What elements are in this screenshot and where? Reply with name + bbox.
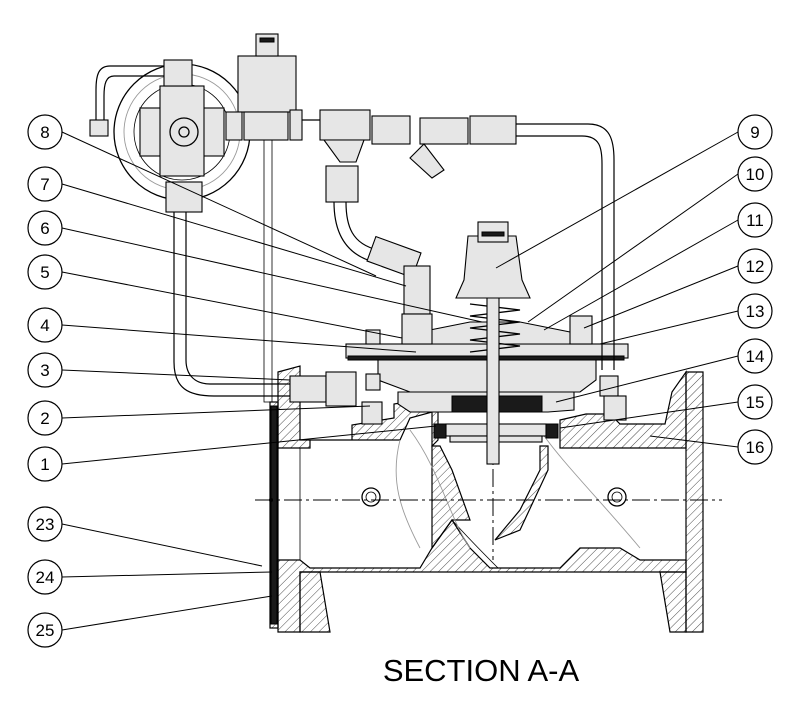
left-body-plug (361, 487, 381, 507)
inlet-union (289, 375, 327, 403)
svg-text:10: 10 (746, 165, 765, 184)
leader-lines (61, 131, 739, 631)
svg-text:9: 9 (750, 123, 759, 142)
right-body-plug (607, 487, 627, 507)
callout-9: 9 (737, 114, 773, 150)
tee-nut (325, 165, 359, 203)
solenoid-pilot-assembly (89, 33, 303, 213)
svg-text:7: 7 (40, 175, 49, 194)
section-caption: SECTION A-A (383, 653, 580, 688)
body-lower-wall (277, 518, 687, 633)
union-1 (371, 115, 411, 145)
callouts-left: 8 7 6 5 4 3 2 1 23 24 25 (27, 114, 63, 648)
body-inner-partition (431, 445, 471, 550)
outlet-flange (685, 371, 704, 633)
inlet-gasket (270, 405, 278, 625)
callout-23: 23 (27, 506, 63, 542)
callout-11: 11 (737, 202, 773, 238)
svg-text:14: 14 (746, 347, 765, 366)
callout-6: 6 (27, 210, 63, 246)
needle-valve (403, 265, 431, 315)
callout-16: 16 (737, 429, 773, 465)
top-tee (319, 109, 371, 141)
callout-4: 4 (27, 307, 63, 343)
callout-5: 5 (27, 254, 63, 290)
svg-text:23: 23 (36, 515, 55, 534)
union-2 (469, 115, 517, 145)
callout-10: 10 (737, 156, 773, 192)
body-upper-wall (277, 365, 439, 449)
cover-bolt-right (569, 315, 593, 345)
body-upper-right-wall (559, 370, 687, 449)
svg-text:3: 3 (40, 361, 49, 380)
callout-7: 7 (27, 166, 63, 202)
callout-25: 25 (27, 612, 63, 648)
seal-disc (433, 423, 447, 439)
svg-text:13: 13 (746, 302, 765, 321)
svg-text:25: 25 (36, 621, 55, 640)
pilot-spring (469, 303, 521, 353)
svg-text:2: 2 (40, 409, 49, 428)
solenoid-coil (237, 55, 297, 113)
callout-15: 15 (737, 384, 773, 420)
callout-14: 14 (737, 338, 773, 374)
svg-text:1: 1 (40, 455, 49, 474)
callout-1: 1 (27, 446, 63, 482)
svg-text:15: 15 (746, 393, 765, 412)
callout-24: 24 (27, 559, 63, 595)
callouts-right: 9 10 11 12 13 14 15 16 (737, 114, 773, 465)
pilot-center-port (169, 117, 199, 147)
solenoid-terminal (255, 33, 279, 57)
svg-text:11: 11 (746, 211, 764, 230)
svg-text:4: 4 (40, 316, 49, 335)
svg-text:16: 16 (746, 438, 765, 457)
valve-cover (345, 221, 629, 465)
callout-13: 13 (737, 293, 773, 329)
callout-2: 2 (27, 400, 63, 436)
callout-8: 8 (27, 114, 63, 150)
body-feet-left (299, 571, 331, 633)
svg-text:12: 12 (746, 257, 765, 276)
diaphragm (347, 355, 625, 361)
svg-text:8: 8 (40, 123, 49, 142)
strainer (419, 117, 469, 145)
pilot-piping (173, 109, 615, 407)
body-seat-right (494, 445, 549, 541)
svg-text:6: 6 (40, 219, 49, 238)
svg-text:5: 5 (40, 263, 49, 282)
callout-12: 12 (737, 248, 773, 284)
solenoid-tube (263, 139, 273, 403)
valve-body (255, 365, 722, 633)
callout-3: 3 (27, 352, 63, 388)
body-feet-right (659, 571, 687, 633)
spring-housing (455, 235, 531, 299)
svg-text:24: 24 (36, 568, 55, 587)
